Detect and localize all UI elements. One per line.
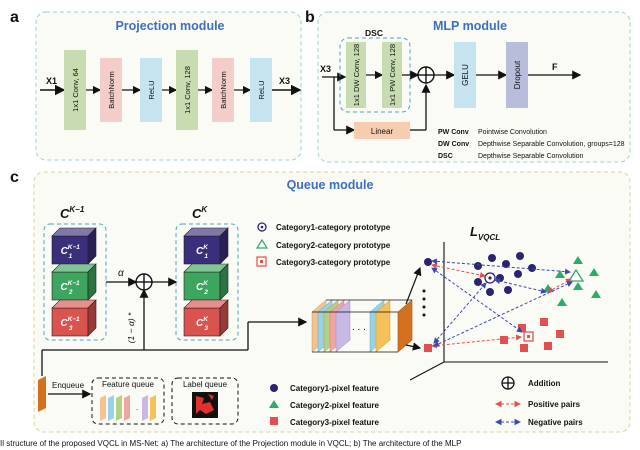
feature-queue-box: [91, 377, 165, 425]
mlp-abbreviation-legend: PW Conv Pointwise Convolution DW Conv De…: [438, 129, 625, 160]
svg-text:Category1-pixel feature: Category1-pixel feature: [290, 384, 379, 393]
mlp-output-label: F: [552, 62, 558, 72]
svg-text:Category2-category prototype: Category2-category prototype: [276, 241, 391, 250]
panel-b-label: b: [305, 9, 315, 26]
ck-minus-1-title: CK−1: [60, 205, 85, 221]
queue-module-title: Queue module: [287, 178, 374, 192]
enqueue-label: Enqueue: [52, 381, 85, 390]
operation-legend: Addition Positive pairs Negative pairs: [494, 376, 583, 427]
svg-text:Dropout: Dropout: [513, 60, 522, 89]
svg-text:Category1-category prototype: Category1-category prototype: [276, 223, 391, 232]
svg-text:Category2-pixel feature: Category2-pixel feature: [290, 401, 379, 410]
svg-text:Category3-pixel feature: Category3-pixel feature: [290, 418, 379, 427]
feature-queue-slices: .: [100, 395, 156, 421]
enqueue-feature-slice: [38, 376, 46, 412]
ck-title: CK: [192, 205, 208, 221]
mlp-dropout-block: Dropout: [506, 42, 528, 108]
pixel-feature-legend: Category1-pixel feature Category2-pixel …: [269, 384, 379, 427]
mlp-addition-node: [417, 66, 435, 84]
projection-output-label: X3: [279, 76, 290, 86]
dsc-group-box: [339, 37, 411, 113]
svg-text:Pointwise Convolution: Pointwise Convolution: [478, 129, 547, 136]
svg-text:1x1 Conv, 128: 1x1 Conv, 128: [183, 66, 192, 114]
svg-text:GELU: GELU: [461, 64, 470, 86]
feature-map-stack: . . .: [311, 299, 413, 353]
projection-input-label: X1: [46, 76, 57, 86]
figure-caption: Il structure of the proposed VQCL in MS-…: [0, 439, 461, 448]
proj-block-batchnorm-2: BatchNorm: [212, 58, 234, 122]
svg-text:PW Conv: PW Conv: [438, 129, 469, 136]
proj-block-relu-1: ReLU: [140, 58, 162, 122]
proj-block-conv64: 1x1 Conv, 64: [64, 50, 86, 130]
proj-block-relu-2: ReLU: [250, 58, 272, 122]
svg-text:Category3-category prototype: Category3-category prototype: [276, 258, 391, 267]
negative-pair-arrows: [431, 258, 573, 347]
svg-text:DSC: DSC: [438, 153, 453, 160]
svg-text:Depthwise Separable Convolutio: Depthwise Separable Convolution: [478, 153, 584, 160]
svg-text:Addition: Addition: [528, 379, 561, 388]
feature-queue-label: Feature queue: [102, 380, 155, 389]
category3-prototype-marker: [523, 331, 534, 342]
mlp-gelu-block: GELU: [454, 42, 476, 108]
mlp-dw-conv-block: 1x1 DW Conv, 128: [346, 42, 366, 108]
mlp-input-label: X3: [320, 64, 331, 74]
svg-text:BatchNorm: BatchNorm: [107, 71, 116, 109]
label-queue-box: [171, 377, 239, 425]
mlp-module-title: MLP module: [433, 19, 507, 33]
one-minus-alpha-label: (1 − α) *: [126, 312, 136, 343]
svg-text:.: .: [136, 403, 138, 412]
queue-addition-node: [135, 273, 153, 291]
projection-module-title: Projection module: [115, 19, 224, 33]
svg-text:Positive pairs: Positive pairs: [528, 400, 581, 409]
svg-text:1x1 PW Conv, 128: 1x1 PW Conv, 128: [388, 44, 397, 106]
svg-text:1x1 DW Conv, 128: 1x1 DW Conv, 128: [352, 44, 361, 106]
category2-prototype-marker: [567, 268, 585, 282]
label-mask-thumbnail: [192, 392, 218, 418]
mlp-linear-block: Linear: [354, 122, 410, 139]
proj-block-batchnorm-1: BatchNorm: [100, 58, 122, 122]
svg-text:BatchNorm: BatchNorm: [219, 71, 228, 109]
proj-block-conv128: 1x1 Conv, 128: [176, 50, 198, 130]
svg-text:Negative pairs: Negative pairs: [528, 418, 583, 427]
prototype-legend: Category1-category prototype Category2-c…: [255, 222, 391, 267]
svg-text:ReLU: ReLU: [147, 80, 156, 99]
category1-prototype-marker: [484, 272, 496, 284]
panel-a-label: a: [10, 9, 19, 26]
ck-minus-1-box: [43, 223, 107, 341]
svg-text:ReLU: ReLU: [257, 80, 266, 99]
svg-text:1x1 Conv, 64: 1x1 Conv, 64: [71, 68, 80, 112]
selected-pixel-dots: [422, 289, 426, 317]
mlp-pw-conv-block: 1x1 PW Conv, 128: [382, 42, 402, 108]
panel-c-label: c: [10, 169, 19, 186]
label-queue-label: Label queue: [183, 380, 228, 389]
svg-text:Depthwise Separable Convolutio: Depthwise Separable Convolution, groups=…: [478, 141, 625, 148]
svg-text:Linear: Linear: [371, 127, 394, 136]
alpha-label: α: [118, 268, 124, 279]
svg-text:. . .: . . .: [352, 322, 366, 333]
vqcl-loss-label: LVQCL: [470, 224, 500, 242]
svg-text:DW Conv: DW Conv: [438, 141, 469, 148]
dsc-label: DSC: [365, 28, 383, 38]
